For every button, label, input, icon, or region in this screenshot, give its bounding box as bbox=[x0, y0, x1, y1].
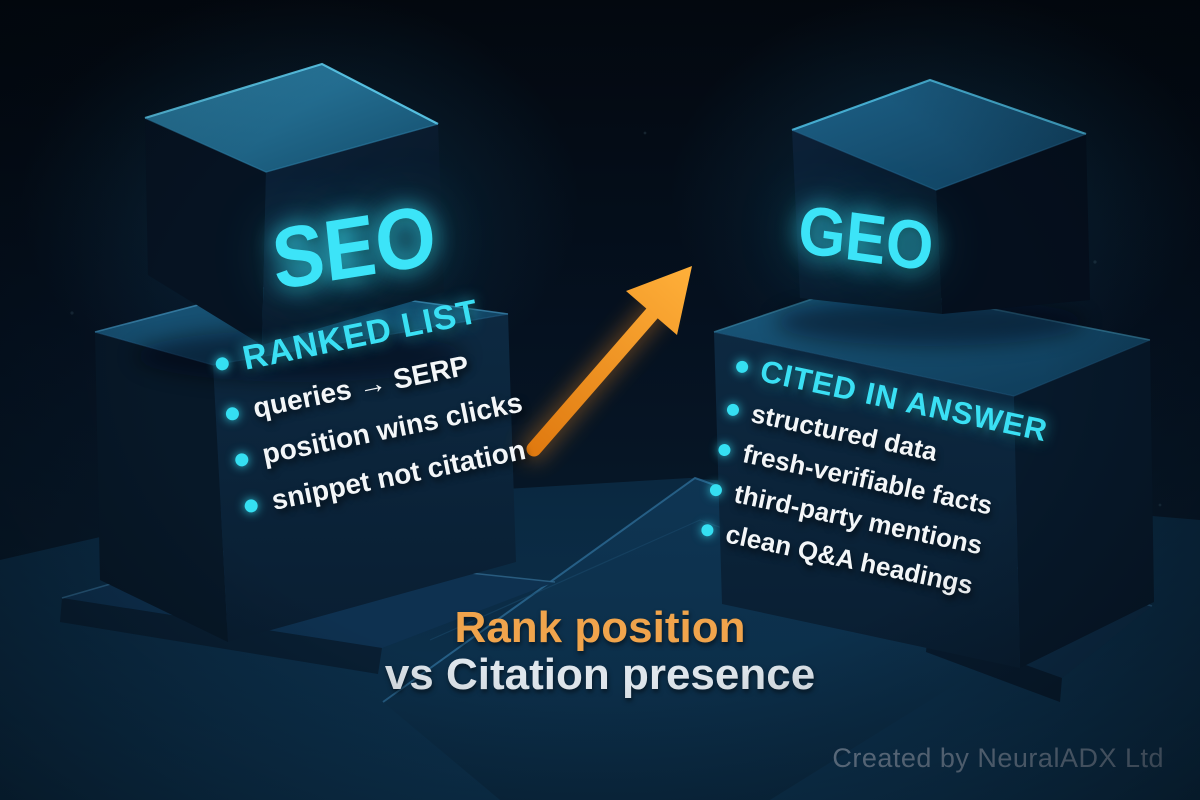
caption-line2: vs Citation presence bbox=[384, 650, 816, 699]
floor-caption: Rank position vs Citation presence bbox=[350, 604, 850, 698]
bullet-dot-icon bbox=[700, 522, 715, 537]
bullet-dot-icon bbox=[717, 442, 732, 457]
bullet-dot-icon bbox=[708, 482, 724, 497]
credit-text: Created by NeuralADX Ltd bbox=[832, 743, 1164, 773]
bullet-dot-icon bbox=[735, 359, 750, 374]
bullet-dot-icon bbox=[725, 402, 741, 417]
geo-cube-label: GEO bbox=[795, 190, 937, 286]
bullet-dot-icon bbox=[243, 497, 259, 514]
caption-line1: Rank position bbox=[454, 603, 746, 652]
bullet-dot-icon bbox=[224, 405, 240, 421]
growth-arrow-icon bbox=[521, 266, 692, 462]
bullet-dot-icon bbox=[234, 451, 250, 468]
bullet-dot-icon bbox=[214, 356, 230, 372]
